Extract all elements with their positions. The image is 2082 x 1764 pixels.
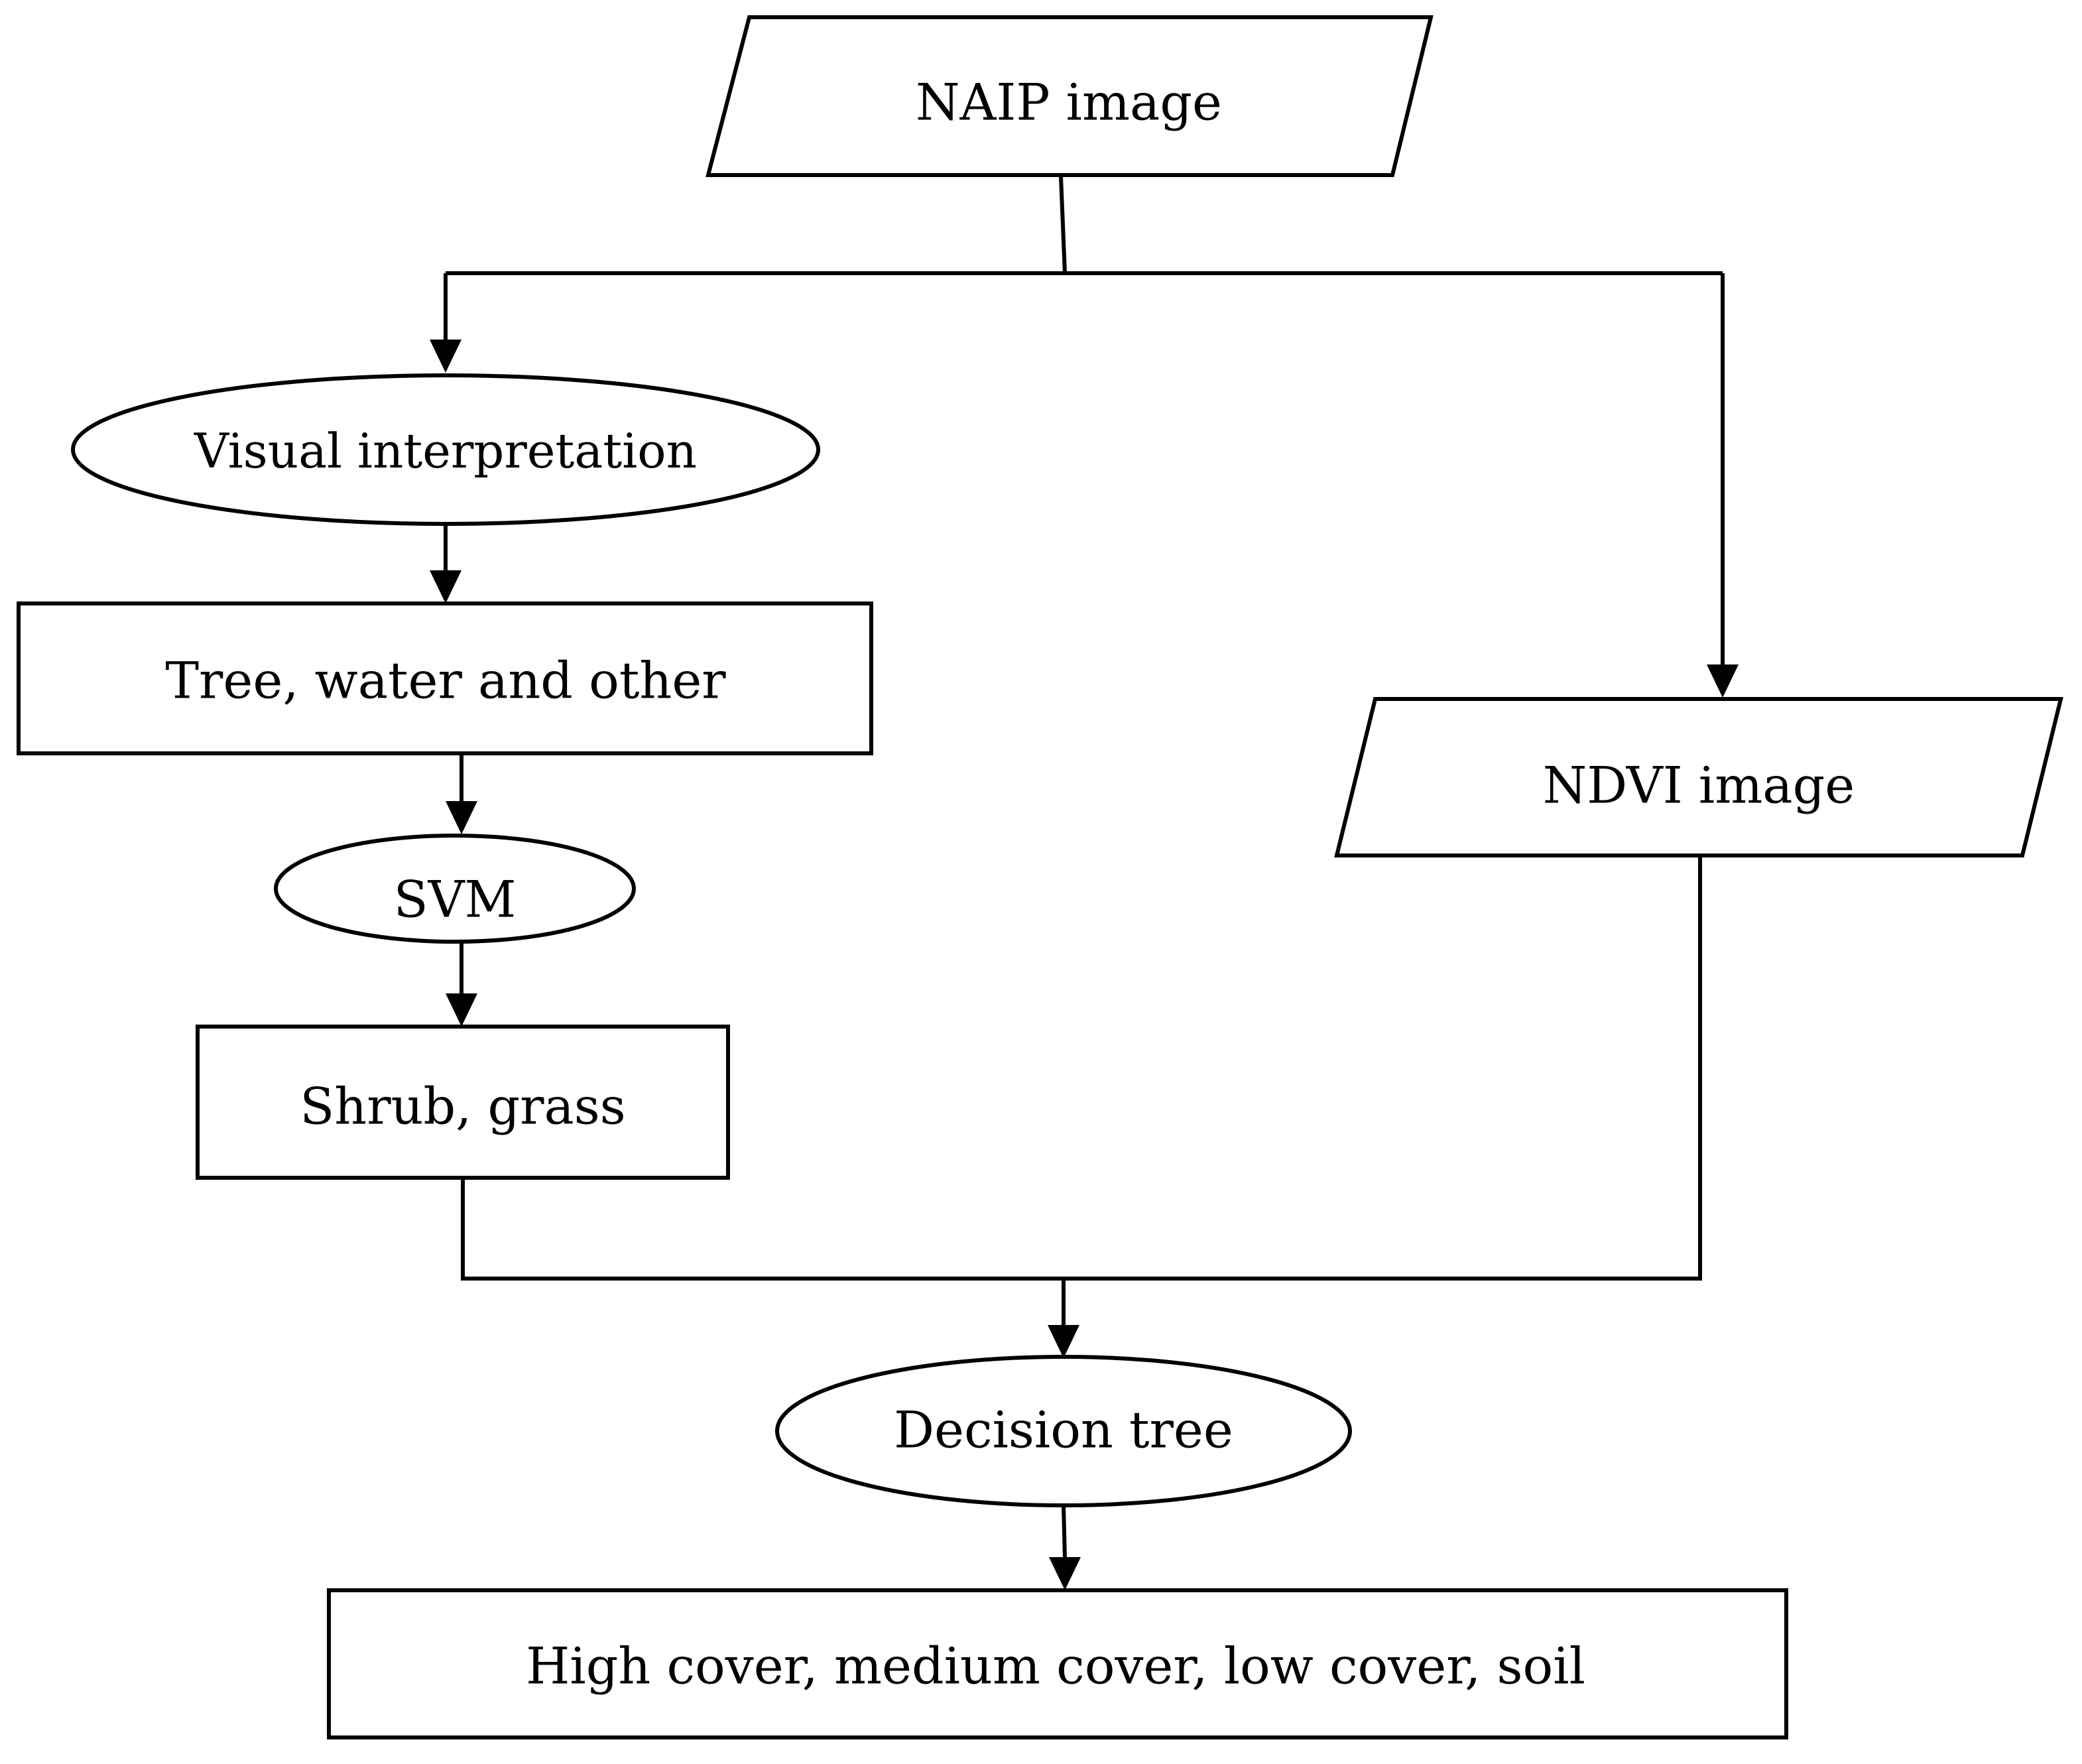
arrowhead-decision (1048, 1325, 1079, 1358)
svm-label: SVM (394, 870, 517, 929)
ellipse-shape (71, 373, 820, 526)
connectors (430, 176, 1739, 1590)
connector-naip-stem (1059, 176, 1067, 274)
arrowhead-tree (430, 570, 461, 603)
ndvi-image-label: NDVI image (1543, 756, 1855, 815)
arrowhead-shrub (446, 993, 477, 1027)
node-ndvi-image: NDVI image (1334, 697, 2063, 857)
node-shrub-grass: Shrub, grass (196, 1025, 730, 1180)
node-tree-water-other: Tree, water and other (17, 601, 873, 755)
connector-decision-to-output (1062, 1505, 1067, 1559)
output-classes-label: High cover, medium cover, low cover, soi… (526, 1637, 1585, 1696)
node-naip-image: NAIP image (705, 15, 1434, 177)
node-decision-tree: Decision tree (775, 1355, 1352, 1507)
node-output-classes: High cover, medium cover, low cover, soi… (327, 1588, 1788, 1739)
rectangle-shape (327, 1588, 1788, 1739)
arrowhead-svm (446, 801, 477, 834)
rectangle-shape (196, 1025, 730, 1180)
decision-tree-label: Decision tree (894, 1401, 1233, 1460)
tree-water-other-label: Tree, water and other (165, 651, 726, 710)
arrowhead-ndvi (1707, 664, 1739, 698)
ellipse-shape (775, 1355, 1352, 1507)
parallelogram-shape (705, 15, 1434, 177)
connector-shrub-to-merge (461, 857, 1702, 1281)
ellipse-shape (274, 834, 636, 944)
shrub-grass-label: Shrub, grass (300, 1077, 626, 1136)
node-svm: SVM (274, 834, 636, 944)
arrowhead-visual (430, 340, 461, 373)
parallelogram-shape (1334, 697, 2063, 857)
visual-interpretation-label: Visual interpretation (194, 423, 697, 479)
naip-image-label: NAIP image (916, 73, 1222, 132)
node-visual-interpretation: Visual interpretation (71, 373, 820, 526)
arrowhead-output (1049, 1557, 1081, 1590)
rectangle-shape (17, 601, 873, 755)
